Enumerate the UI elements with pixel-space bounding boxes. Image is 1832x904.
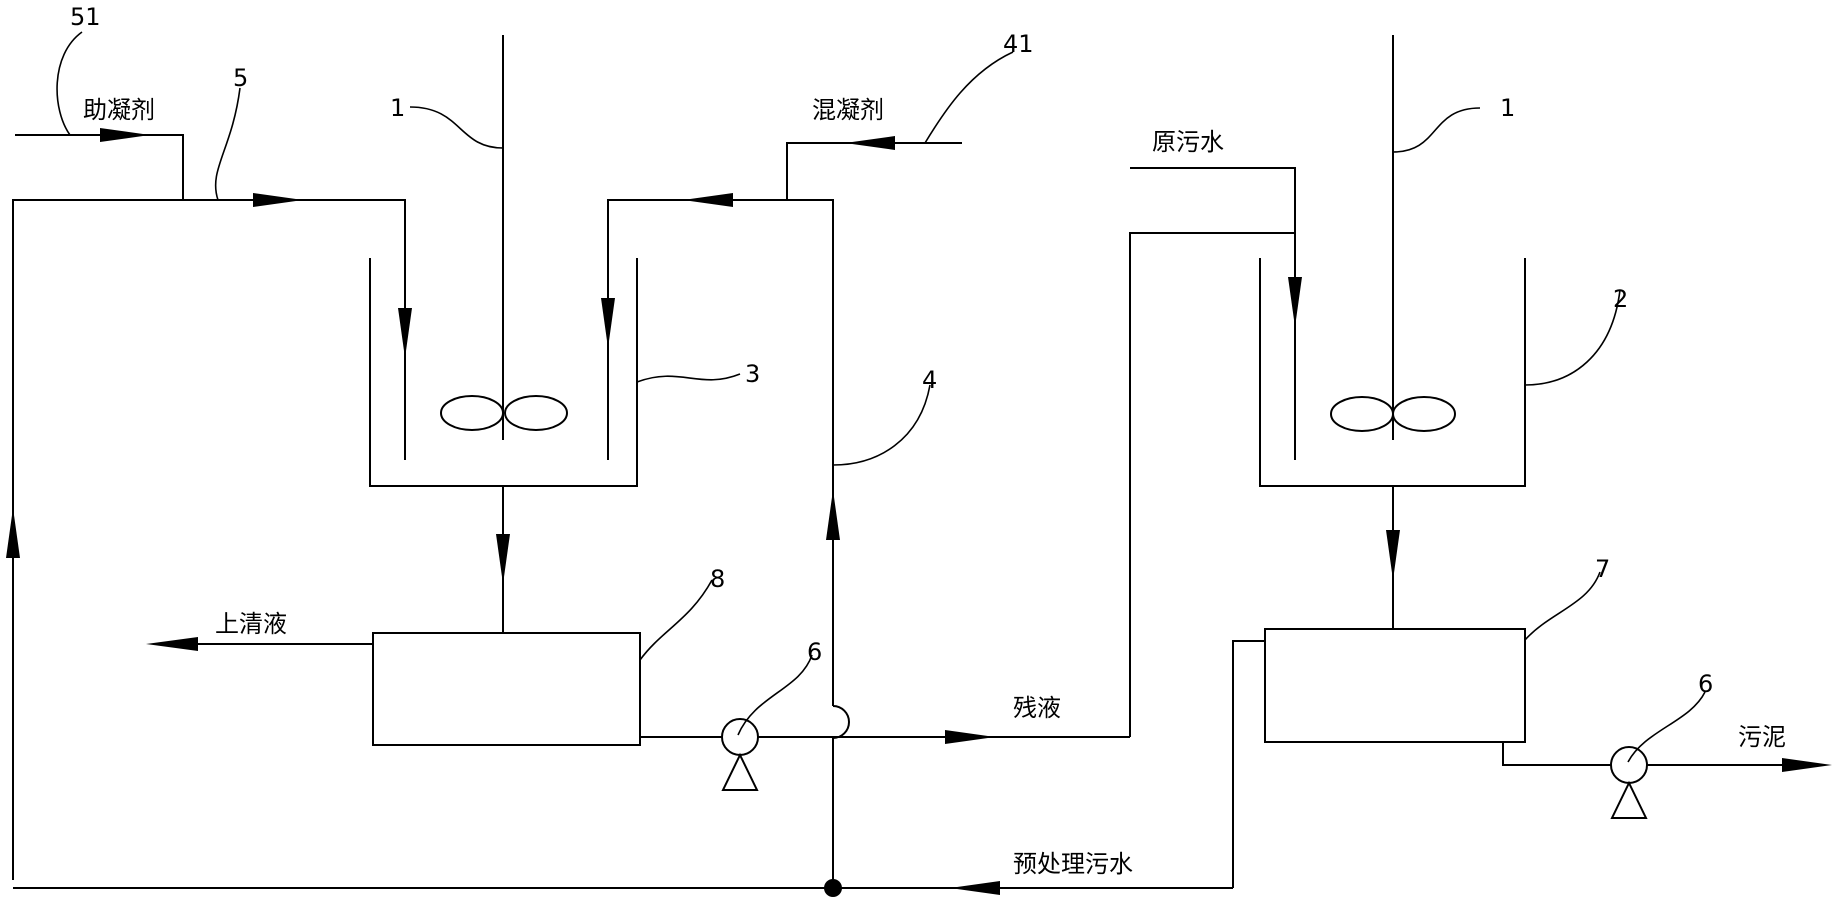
leader-6-left [737, 654, 813, 736]
arrow-right-icon [945, 730, 995, 744]
pump-6-right [1610, 746, 1648, 819]
arrow-left-icon [950, 881, 1000, 895]
ref-51: 51 [70, 3, 101, 31]
leader-3 [636, 373, 741, 383]
leader-8 [639, 579, 713, 661]
leader-7 [1524, 571, 1601, 641]
leader-4 [832, 384, 931, 466]
ref-1-right: 1 [1500, 94, 1515, 122]
ref-1-left: 1 [390, 94, 405, 122]
junction-dot [824, 879, 842, 897]
arrow-up-icon [6, 508, 20, 558]
label-raw-sewage: 原污水 [1152, 128, 1224, 156]
ref-41: 41 [1003, 30, 1034, 58]
label-pretreated-sewage: 预处理污水 [1013, 850, 1133, 878]
leader-2 [1524, 289, 1621, 386]
label-residual: 残液 [1013, 694, 1061, 722]
arrow-right-icon [1782, 758, 1832, 772]
arrow-down-icon [496, 534, 510, 584]
ref-8: 8 [710, 565, 725, 593]
leader-1-right [1392, 107, 1481, 153]
arrow-right-icon [100, 128, 150, 142]
label-sludge: 污泥 [1738, 723, 1786, 751]
leader-5 [214, 87, 241, 201]
ref-5: 5 [233, 64, 248, 92]
ref-3: 3 [745, 360, 760, 388]
label-coagulant-aid: 助凝剂 [83, 96, 155, 124]
arrow-down-icon [1386, 530, 1400, 580]
arrow-down-icon [1288, 277, 1302, 327]
arrow-down-icon [601, 298, 615, 348]
ref-4: 4 [922, 366, 937, 394]
arrow-left-icon [683, 193, 733, 207]
arrow-right-icon [253, 193, 303, 207]
mixer-left [440, 35, 568, 440]
ref-7: 7 [1595, 555, 1610, 583]
pipe-recycle-top [12, 199, 406, 880]
arrow-left-icon [845, 136, 895, 150]
separator-8 [372, 632, 641, 746]
leader-1-left [409, 106, 504, 149]
separator-7 [1264, 628, 1526, 743]
label-coagulant: 混凝剂 [812, 96, 884, 124]
label-supernatant: 上清液 [215, 610, 287, 638]
pipe-coagulant [786, 142, 962, 200]
arrow-down-icon [398, 308, 412, 358]
leader-51 [56, 31, 83, 136]
pipe-coagulant-aid [15, 134, 184, 200]
leader-6-right [1627, 691, 1706, 763]
mixer-right [1330, 35, 1456, 440]
pump-6-left [721, 718, 759, 791]
ref-6-left: 6 [807, 638, 822, 666]
pipe-sludge [1502, 742, 1612, 766]
pipe-raw-sewage [1130, 167, 1296, 258]
arrow-up-icon [826, 490, 840, 540]
ref-6-right: 6 [1698, 670, 1713, 698]
arrow-left-icon [146, 637, 198, 651]
leader-41 [924, 51, 1014, 144]
ref-2: 2 [1613, 285, 1628, 313]
